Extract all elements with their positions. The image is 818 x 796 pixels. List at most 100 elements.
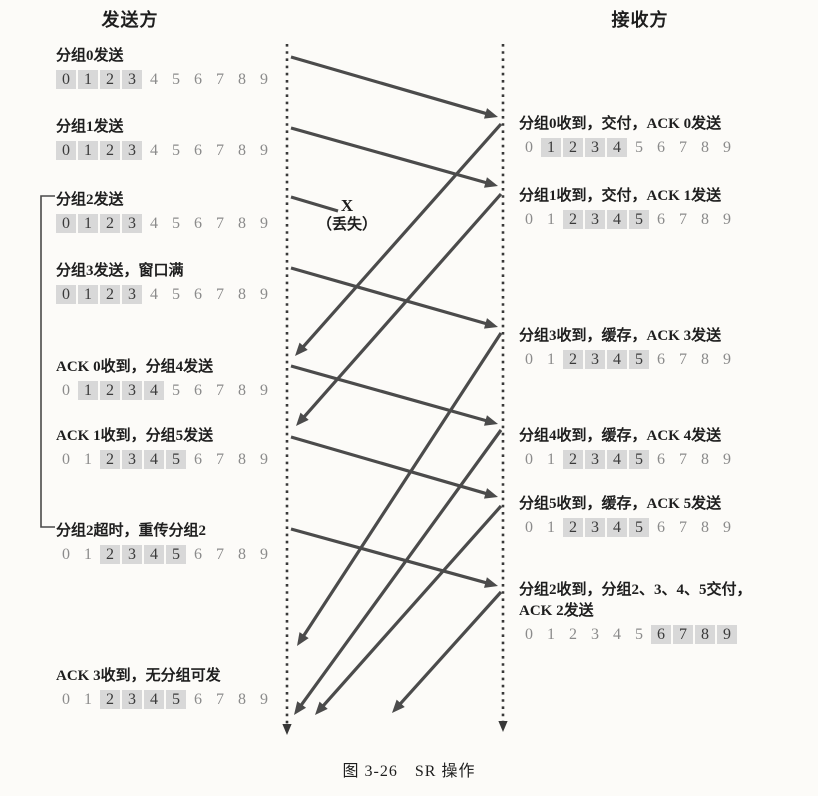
seq-digit: 4 — [150, 215, 158, 232]
seq-digit: 9 — [260, 286, 268, 303]
packet5-arrow-head — [483, 488, 498, 499]
seq-digit-in-window: 8 — [695, 625, 715, 644]
seq-digit: 6 — [657, 211, 665, 228]
seq-digit: 6 — [657, 519, 665, 536]
seq-digit-in-window: 9 — [717, 625, 737, 644]
seq-digit-in-window: 4 — [607, 210, 627, 229]
seq-digit-in-window: 7 — [673, 625, 693, 644]
seq-digit: 6 — [657, 139, 665, 156]
seq-digit: 5 — [172, 382, 180, 399]
seq-digit-in-window: 2 — [100, 381, 120, 400]
seq-digit: 1 — [84, 451, 92, 468]
seq-digit: 5 — [172, 71, 180, 88]
receiver-event-label: 分组2收到，分组2、3、4、5交付， — [519, 582, 752, 598]
seq-digit: 0 — [525, 139, 533, 156]
seq-digit-in-window: 4 — [144, 450, 164, 469]
seq-digit: 0 — [525, 519, 533, 536]
seq-digit: 9 — [260, 451, 268, 468]
seq-digit: 4 — [150, 286, 158, 303]
ack5-arrow — [317, 504, 503, 712]
sender-event-label: 分组1发送 — [56, 119, 124, 135]
seq-digit-in-window: 3 — [585, 350, 605, 369]
seq-digit: 2 — [569, 626, 577, 643]
packet2-retransmit-arrow-head — [484, 577, 498, 588]
seq-digit: 9 — [723, 519, 731, 536]
packet2-retransmit-arrow — [290, 527, 493, 586]
ack3-arrow-head — [297, 632, 309, 646]
seq-digit-in-window: 2 — [563, 138, 583, 157]
ack2-arrow-head — [392, 699, 405, 713]
seq-digit-in-window: 3 — [122, 214, 142, 233]
seq-digit: 7 — [216, 286, 224, 303]
seq-digit: 5 — [635, 139, 643, 156]
seq-digit: 8 — [238, 215, 246, 232]
seq-digit: 1 — [547, 211, 555, 228]
seq-digit: 7 — [679, 519, 687, 536]
ack0-arrow-head — [295, 342, 308, 356]
seq-digit: 1 — [84, 691, 92, 708]
seq-digit: 7 — [216, 142, 224, 159]
packet2-lost-arrow — [290, 195, 339, 213]
sender-event-label: 分组2发送 — [56, 192, 124, 208]
seq-digit-in-window: 3 — [122, 70, 142, 89]
sender-column-title: 发送方 — [101, 10, 159, 30]
receiver-timeline-arrowhead — [498, 721, 508, 732]
seq-digit-in-window: 3 — [122, 381, 142, 400]
seq-digit: 7 — [216, 382, 224, 399]
seq-digit: 6 — [194, 451, 202, 468]
sender-event-label: ACK 3收到，无分组可发 — [56, 668, 221, 684]
packet0-arrow-head — [483, 108, 498, 119]
seq-digit-in-window: 3 — [585, 210, 605, 229]
seq-digit-in-window: 5 — [166, 545, 186, 564]
seq-digit: 5 — [172, 286, 180, 303]
ack3-arrow — [298, 332, 503, 642]
seq-digit-in-window: 2 — [563, 518, 583, 537]
seq-digit: 8 — [238, 691, 246, 708]
seq-digit: 6 — [194, 71, 202, 88]
packet3-arrow-head — [484, 318, 498, 329]
seq-digit: 9 — [260, 215, 268, 232]
receiver-event-label: ACK 2发送 — [519, 603, 594, 619]
seq-digit: 4 — [150, 142, 158, 159]
seq-digit: 8 — [238, 286, 246, 303]
receiver-column-title: 接收方 — [611, 10, 669, 30]
seq-digit: 0 — [62, 382, 70, 399]
seq-digit: 0 — [525, 211, 533, 228]
seq-digit: 0 — [62, 691, 70, 708]
seq-digit-in-window: 1 — [78, 285, 98, 304]
seq-digit-in-window: 3 — [122, 450, 142, 469]
seq-digit-in-window: 2 — [100, 450, 120, 469]
ack4-arrow — [296, 429, 503, 712]
ack5-arrow-head — [315, 701, 328, 715]
seq-digit: 9 — [723, 211, 731, 228]
seq-digit: 8 — [238, 382, 246, 399]
seq-digit: 8 — [701, 351, 709, 368]
seq-digit-in-window: 4 — [607, 450, 627, 469]
seq-digit: 9 — [260, 382, 268, 399]
seq-digit: 7 — [216, 71, 224, 88]
packet-loss-annotation: X （丢失） — [301, 196, 393, 235]
receiver-event-label: 分组1收到，交付，ACK 1发送 — [519, 188, 722, 204]
seq-digit: 6 — [194, 142, 202, 159]
seq-digit-in-window: 4 — [607, 518, 627, 537]
seq-digit-in-window: 1 — [78, 381, 98, 400]
seq-digit: 5 — [172, 142, 180, 159]
seq-digit-in-window: 3 — [122, 545, 142, 564]
seq-digit-in-window: 1 — [78, 70, 98, 89]
seq-digit: 6 — [194, 286, 202, 303]
receiver-event-label: 分组3收到，缓存，ACK 3发送 — [519, 328, 722, 344]
